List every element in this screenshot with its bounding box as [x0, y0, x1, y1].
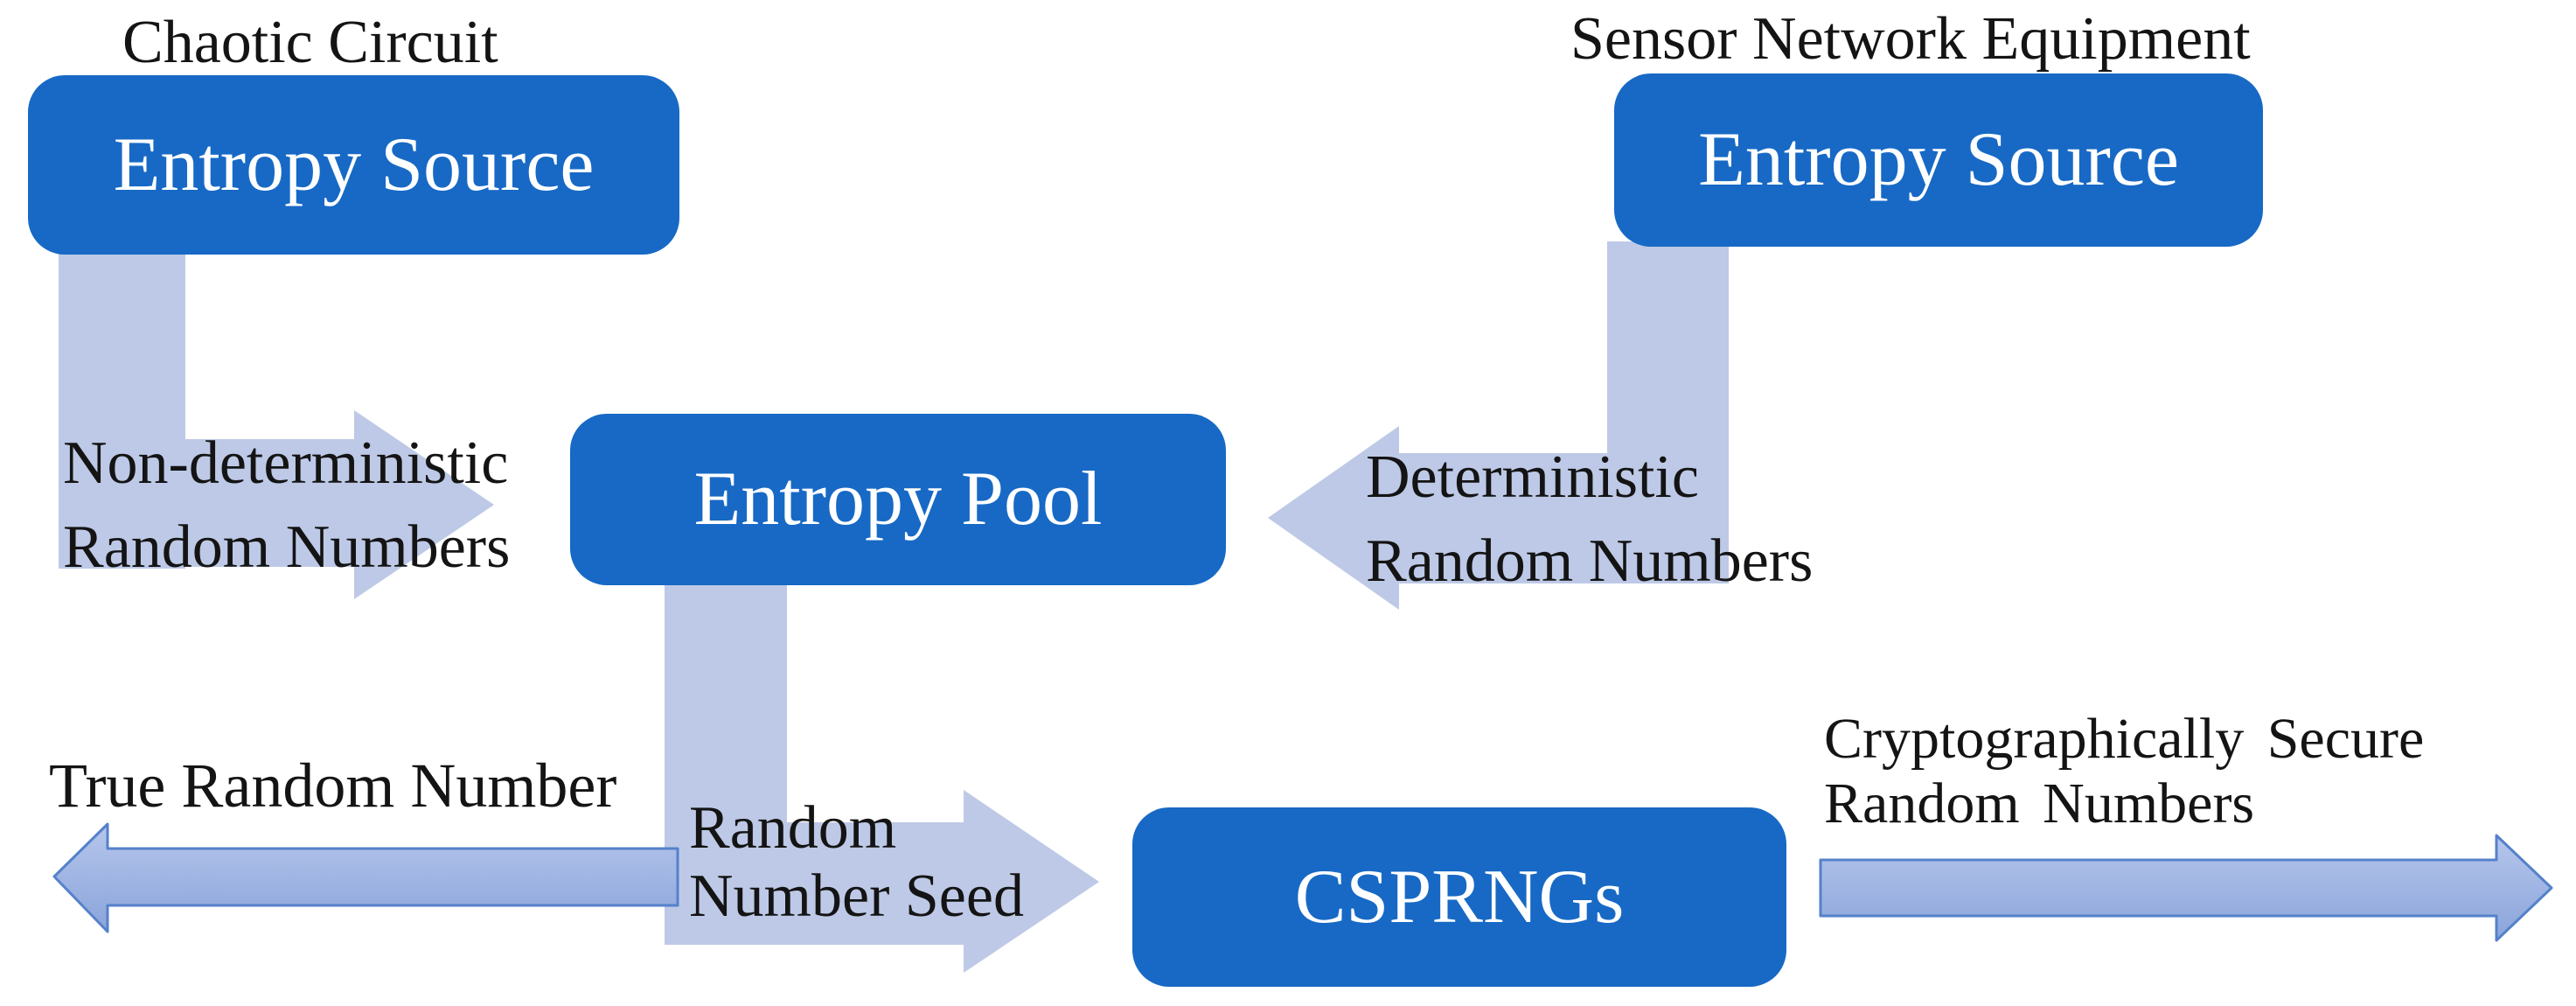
- label-deterministic-line1: Deterministic: [1366, 444, 1700, 511]
- connector-seed-band: [665, 822, 964, 945]
- node-entropy-source-left-label: Entropy Source: [113, 122, 595, 207]
- connector-deterministic-arrowhead-icon: [1268, 426, 1399, 610]
- label-crypto-secure: Cryptographically Secure Random Numbers: [1824, 707, 2424, 836]
- label-random-number-seed-line2: Number Seed: [689, 863, 1024, 930]
- connector-nondeterministic-band: [59, 439, 354, 567]
- label-random-number-seed-line1: Random: [689, 794, 897, 862]
- true-random-output-arrow-icon: [52, 822, 679, 933]
- node-entropy-source-right: Entropy Source: [1614, 73, 2263, 247]
- node-csprngs-label: CSPRNGs: [1294, 854, 1625, 940]
- connector-deterministic-arrow: [1268, 241, 1729, 610]
- caption-chaotic-circuit: Chaotic Circuit: [122, 9, 498, 76]
- connector-deterministic-band: [1399, 453, 1729, 583]
- node-entropy-source-right-label: Entropy Source: [1698, 117, 2179, 202]
- connector-seed-arrow: [665, 580, 1099, 973]
- label-nondeterministic-line1: Non-deterministic: [63, 430, 509, 497]
- node-csprngs: CSPRNGs: [1132, 807, 1786, 987]
- label-true-random-number: True Random Number: [49, 751, 617, 821]
- label-crypto-secure-line1: Cryptographically Secure: [1824, 707, 2425, 771]
- node-entropy-pool: Entropy Pool: [570, 414, 1226, 585]
- label-nondeterministic: Non-deterministic Random Numbers: [63, 422, 510, 590]
- connector-nondeterministic-arrowhead-icon: [354, 410, 494, 599]
- label-deterministic-line2: Random Numbers: [1366, 527, 1814, 595]
- label-crypto-secure-line2: Random Numbers: [1824, 772, 2255, 835]
- connector-nondeterministic-arrow: [59, 252, 494, 599]
- node-entropy-source-left: Entropy Source: [28, 75, 679, 255]
- node-entropy-pool-label: Entropy Pool: [693, 457, 1103, 541]
- caption-sensor-network-equipment: Sensor Network Equipment: [1570, 5, 2251, 73]
- label-deterministic: Deterministic Random Numbers: [1366, 436, 1813, 604]
- label-random-number-seed: Random Number Seed: [689, 794, 1024, 931]
- crypto-output-arrow-icon: [1819, 834, 2553, 942]
- connector-seed-arrowhead-icon: [964, 790, 1099, 973]
- label-nondeterministic-line2: Random Numbers: [63, 513, 511, 581]
